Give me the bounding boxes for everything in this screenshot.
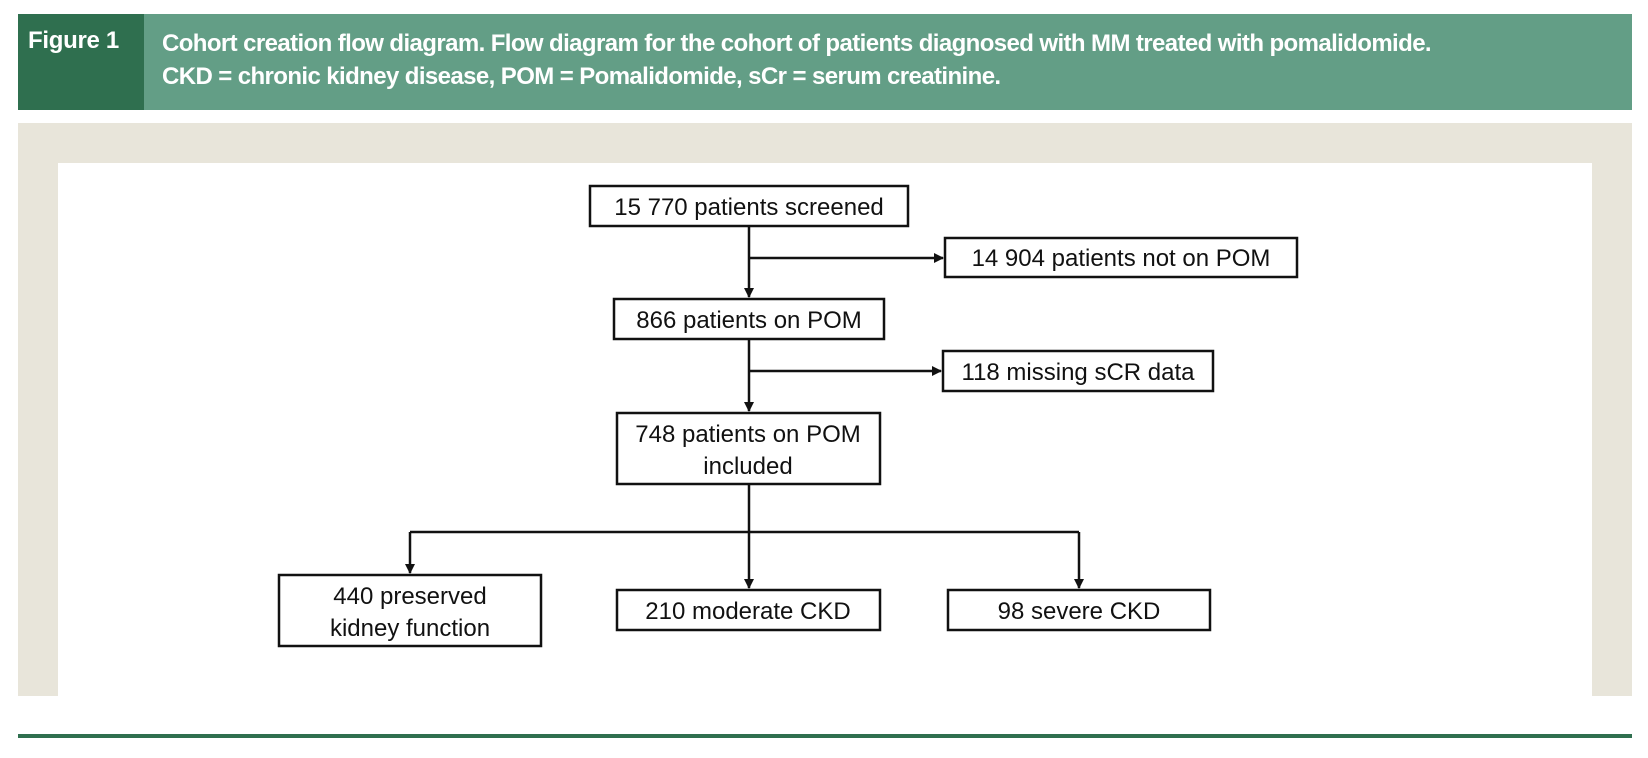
node-missing-scr: 118 missing sCR data [941,349,1215,393]
node-moderate-box [615,588,882,632]
node-moderate: 210 moderate CKD [615,588,882,632]
node-severe-box [946,588,1212,632]
node-on-pom: 866 patients on POM [612,297,886,341]
node-preserved: 440 preserved kidney function [277,573,543,648]
node-missing-scr-box [941,349,1215,393]
figure-frame: 15 770 patients screened 14 904 patients… [18,123,1632,696]
diagram-canvas: 15 770 patients screened 14 904 patients… [58,163,1592,696]
node-missing-scr-label: 118 missing sCR data [962,359,1196,386]
node-preserved-label-line-1: 440 preserved [333,583,486,610]
node-moderate-label: 210 moderate CKD [645,598,850,625]
node-included-label-line-1: 748 patients on POM [635,421,860,448]
node-on-pom-box [612,297,886,341]
caption-line-2: CKD = chronic kidney disease, POM = Poma… [162,63,1001,90]
node-included: 748 patients on POM included [615,411,882,486]
node-preserved-label-line-2: kidney function [330,615,490,642]
node-preserved-box [277,573,543,648]
node-on-pom-label: 866 patients on POM [636,307,861,334]
node-screened-label: 15 770 patients screened [614,194,884,221]
node-severe: 98 severe CKD [946,588,1212,632]
figure-label: Figure 1 [18,14,144,110]
bottom-rule [18,734,1632,738]
node-screened-box [588,184,910,228]
connectors [405,226,1084,589]
node-included-box [615,411,882,486]
flow-diagram: 15 770 patients screened 14 904 patients… [277,184,1299,648]
node-not-on-pom-label: 14 904 patients not on POM [972,245,1271,272]
node-included-label-line-2: included [703,453,792,480]
caption-line-1: Cohort creation flow diagram. Flow diagr… [162,30,1432,57]
node-not-on-pom: 14 904 patients not on POM [943,236,1299,279]
node-screened: 15 770 patients screened [588,184,910,228]
figure-header: Figure 1 Cohort creation flow diagram. F… [18,14,1632,110]
node-not-on-pom-box [943,236,1299,279]
figure-caption: Cohort creation flow diagram. Flow diagr… [162,27,1622,93]
node-severe-label: 98 severe CKD [998,598,1161,625]
